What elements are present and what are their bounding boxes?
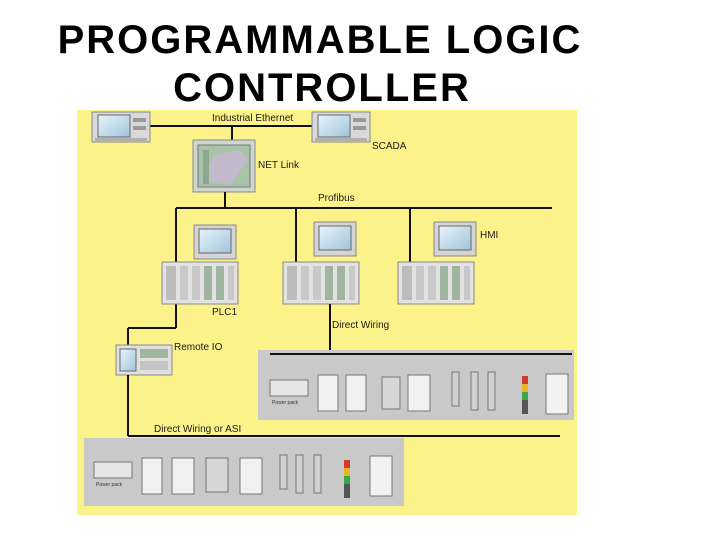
hmi-panel-2 <box>313 221 357 257</box>
slide-title-line1: PROGRAMMABLE LOGIC <box>57 18 583 62</box>
remote-io-device <box>115 344 173 376</box>
plc1-label: PLC1 <box>212 307 237 318</box>
slide-title-line2: CONTROLLER <box>173 66 471 110</box>
remote-io-label: Remote IO <box>174 342 223 353</box>
plc-rack-3 <box>397 261 475 305</box>
profibus-label: Profibus <box>318 193 355 204</box>
plc-rack-1 <box>161 261 239 305</box>
net-link-device <box>192 139 256 193</box>
field-device-strip-upper: Power pack <box>258 350 574 420</box>
industrial-ethernet-label: Industrial Ethernet <box>212 113 293 124</box>
power-pack-label-upper: Power pack <box>272 400 299 406</box>
industrial-ethernet-bus <box>150 125 318 140</box>
workstation-left <box>91 111 151 143</box>
net-link-label: NET Link <box>258 160 300 171</box>
hmi-panel-3 <box>433 221 477 257</box>
hmi-label: HMI <box>480 230 498 241</box>
power-pack-label-lower: Power pack <box>96 482 123 488</box>
direct-wiring-asi-label: Direct Wiring or ASI <box>154 424 241 435</box>
plc-rack-2 <box>282 261 360 305</box>
scada-label: SCADA <box>372 141 407 152</box>
field-device-strip-lower: Power pack <box>84 438 404 506</box>
scada-workstation <box>311 111 371 143</box>
hmi-panel-1 <box>193 224 237 260</box>
direct-wiring-label: Direct Wiring <box>332 320 389 331</box>
